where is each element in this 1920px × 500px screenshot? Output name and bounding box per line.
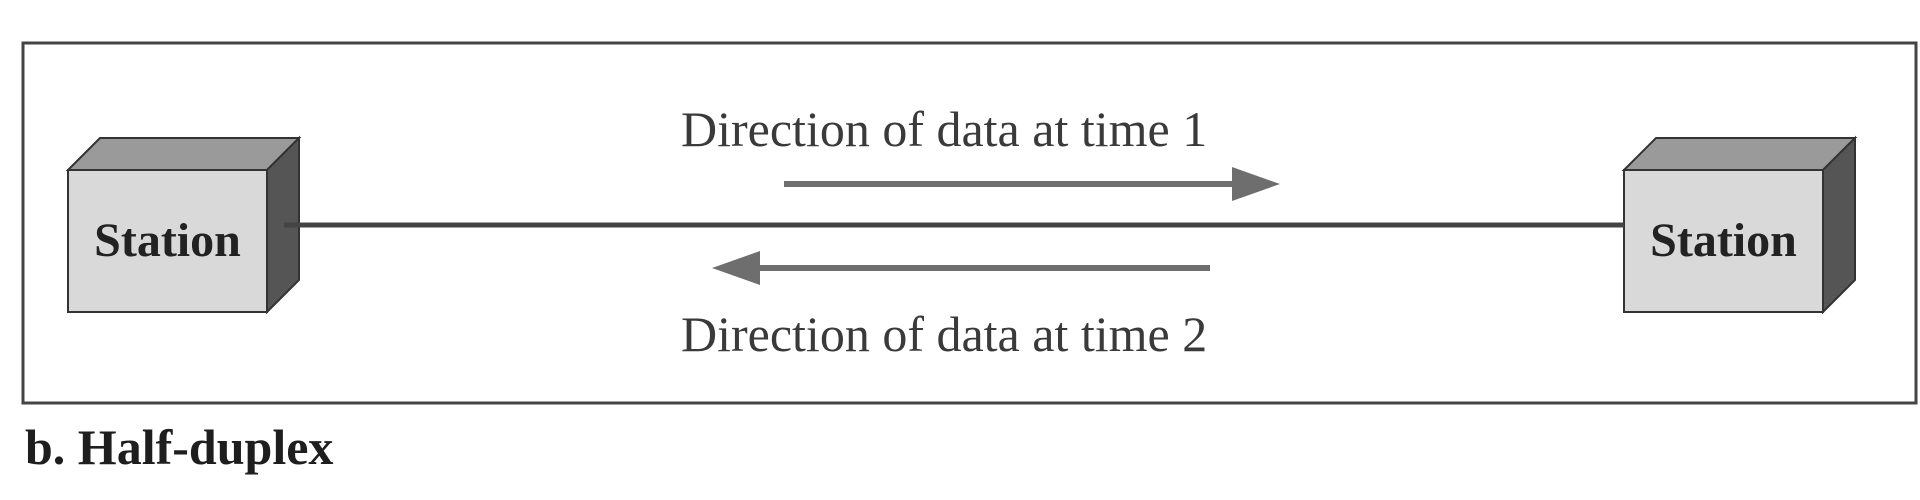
right-station-side-face (1822, 135, 1856, 315)
left-station-label: Station (94, 214, 241, 267)
right-station-top-face (1621, 137, 1858, 171)
diagram-frame (21, 41, 1918, 405)
arrow-time-2 (712, 251, 1210, 285)
left-station-front-face (67, 169, 268, 313)
right-station-label: Station (1650, 214, 1797, 267)
direction-time-2-label: Direction of data at time 2 (681, 306, 1208, 362)
left-station-box (65, 135, 302, 315)
arrow-time-1 (784, 167, 1280, 201)
right-station-box (1621, 135, 1858, 315)
right-station-front-face (1623, 169, 1824, 313)
diagram-caption: b. Half-duplex (25, 419, 334, 475)
left-station-top-face (65, 137, 302, 171)
direction-time-1-label: Direction of data at time 1 (681, 101, 1208, 157)
